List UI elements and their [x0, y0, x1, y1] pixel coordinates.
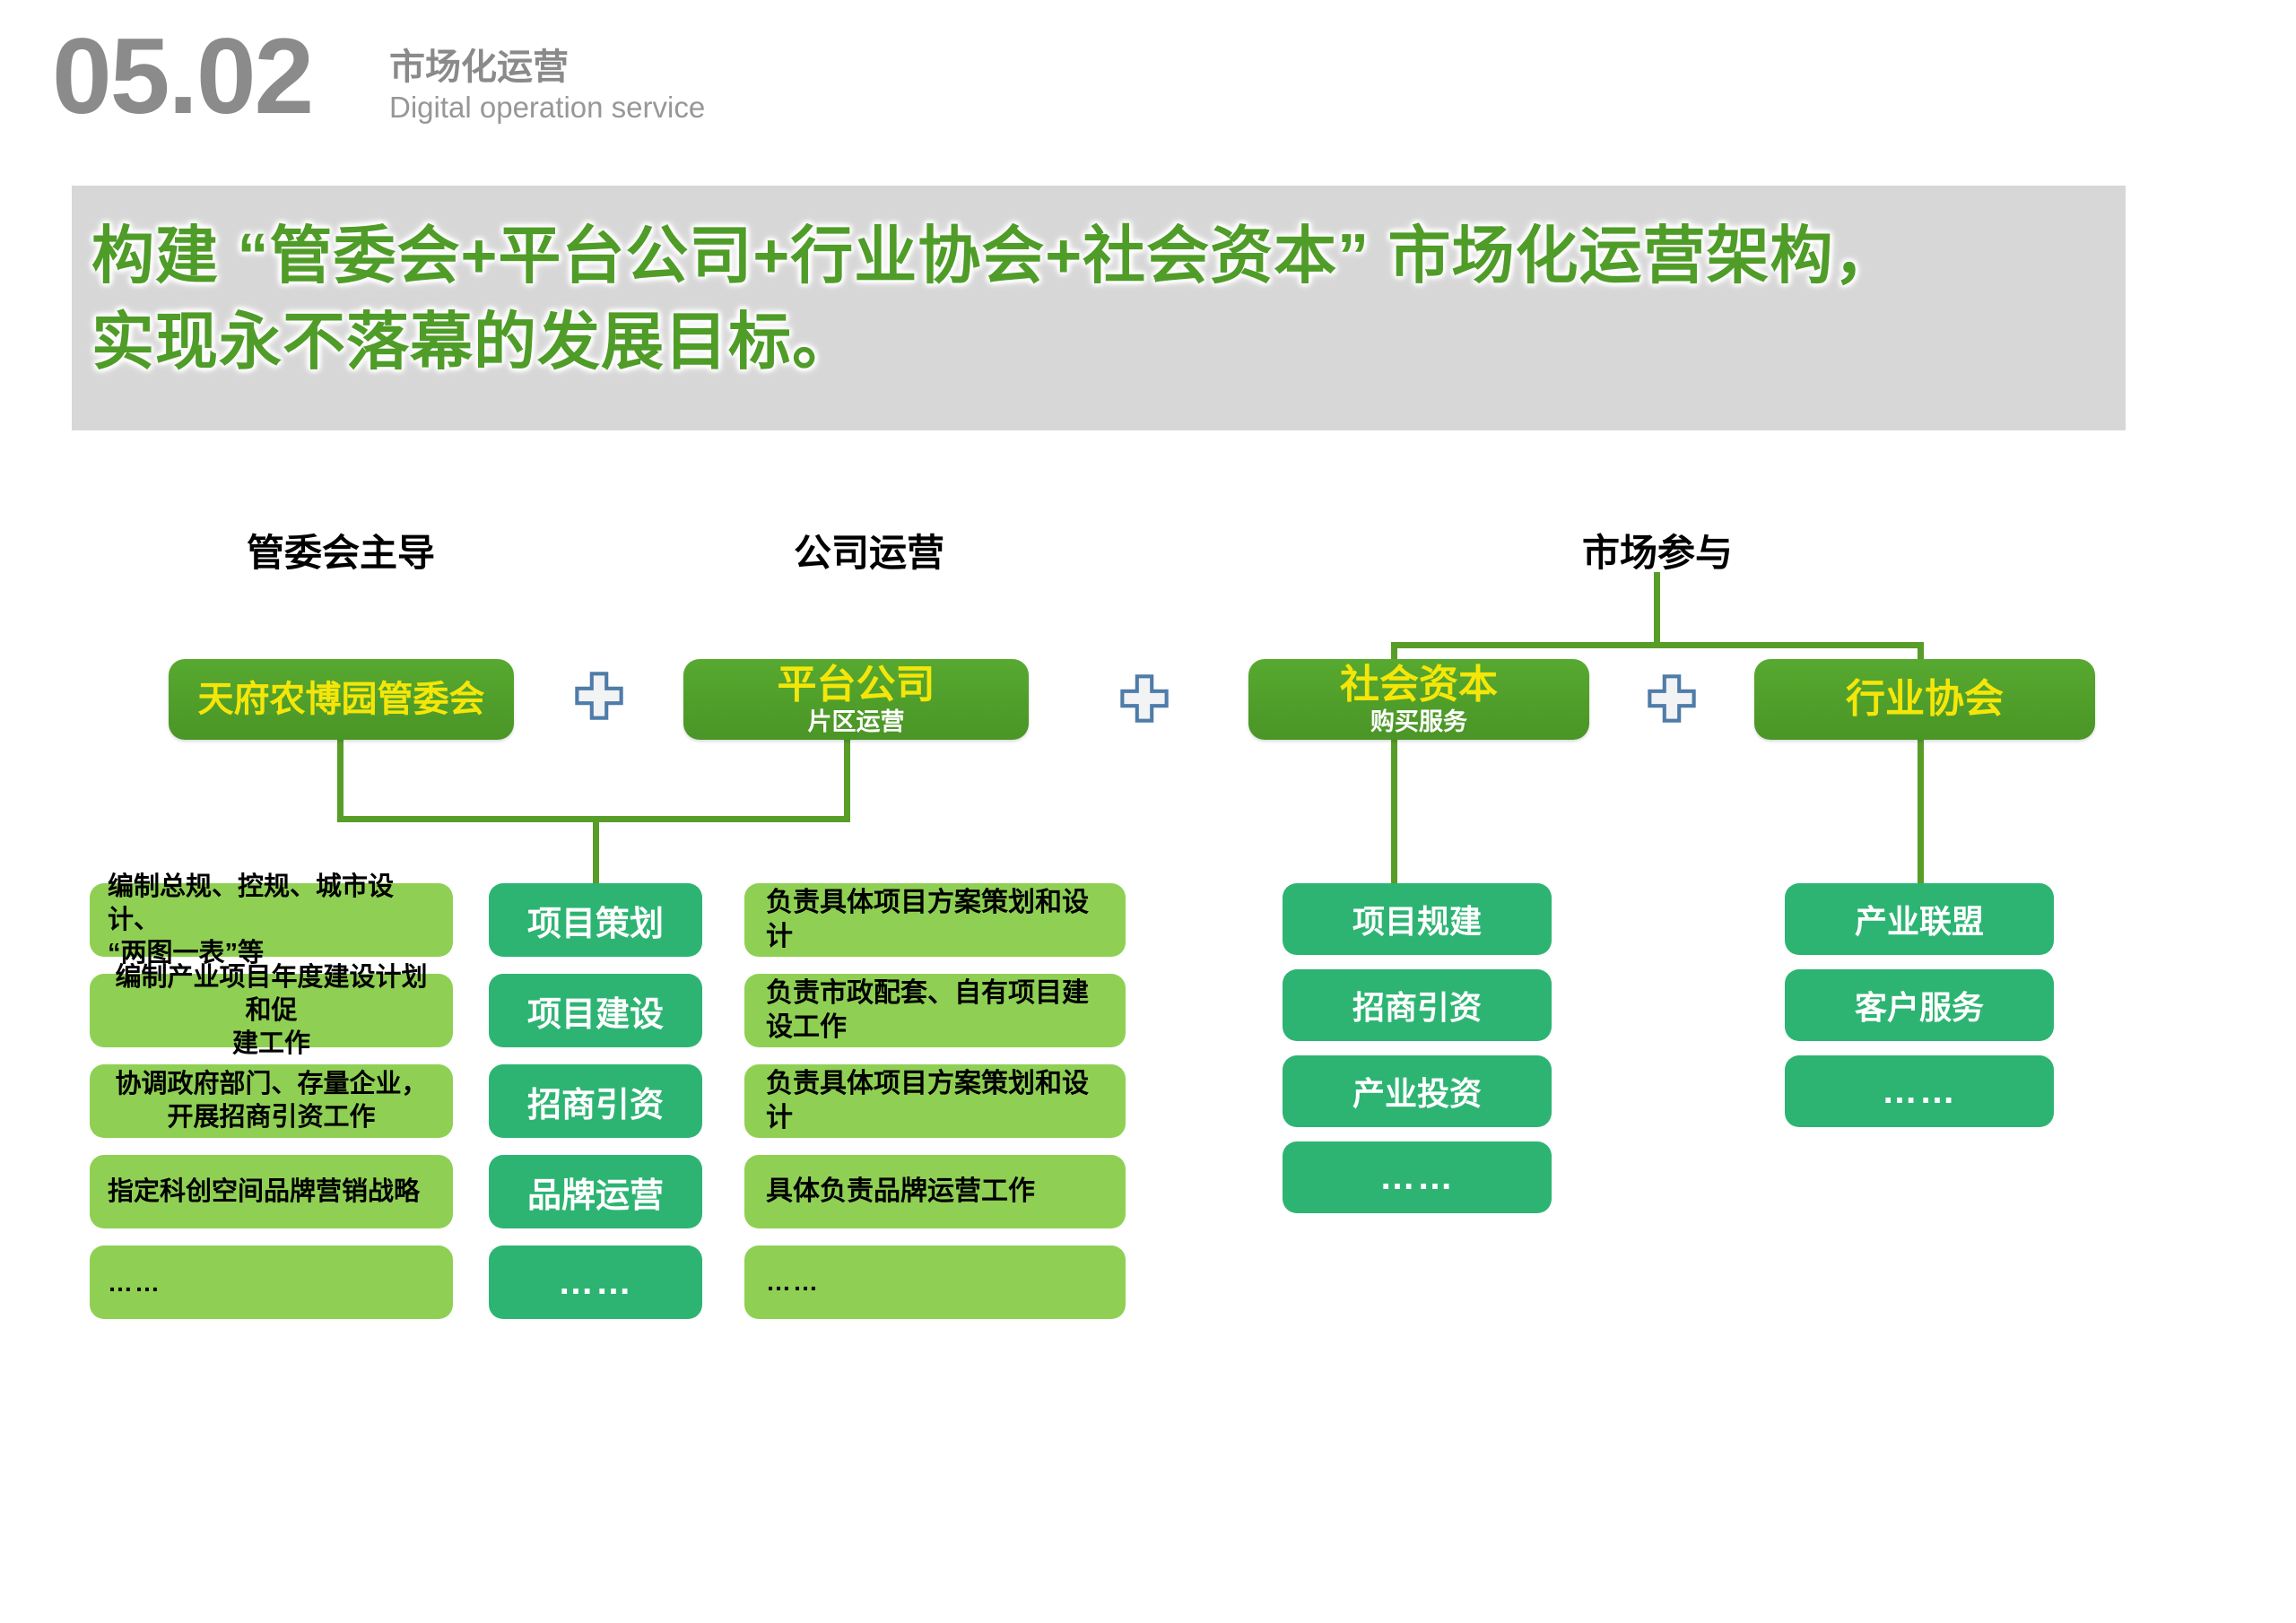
org-box-association-title: 行业协会 [1846, 677, 2004, 721]
mgmt-task-3: 协调政府部门、存量企业， 开展招商引资工作 [90, 1064, 453, 1138]
org-box-platform: 平台公司 片区运营 [683, 659, 1029, 740]
connector-market-stem [1654, 572, 1660, 647]
association-function-1: 产业联盟 [1785, 883, 2054, 955]
org-box-mgmt: 天府农博园管委会 [169, 659, 514, 740]
connector-mgmt-stem [337, 739, 344, 820]
section-title-block: 市场化运营 Digital operation service [389, 47, 705, 127]
platform-function-4: 品牌运营 [489, 1155, 702, 1228]
banner-text: 构建 “管委会+平台公司+行业协会+社会资本” 市场化运营架构， 实现永不落幕的… [91, 213, 1898, 385]
capital-function-4: …… [1283, 1141, 1552, 1213]
plus-icon [1646, 673, 1698, 725]
platform-function-5: …… [489, 1245, 702, 1319]
section-title-zh: 市场化运营 [389, 48, 569, 87]
platform-function-3: 招商引资 [489, 1064, 702, 1138]
capital-function-1: 项目规建 [1283, 883, 1552, 955]
plus-icon [1118, 673, 1170, 725]
org-box-mgmt-title: 天府农博园管委会 [197, 680, 485, 719]
banner-line-2: 实现永不落幕的发展目标。 [91, 307, 856, 377]
connector-platform-stem [844, 739, 850, 820]
association-function-2: 客户服务 [1785, 969, 2054, 1041]
mgmt-task-2: 编制产业项目年度建设计划和促 建工作 [90, 963, 453, 1058]
connector-market-horizontal [1391, 642, 1924, 648]
org-box-capital: 社会资本 购买服务 [1248, 659, 1589, 740]
platform-detail-5: …… [744, 1245, 1126, 1319]
mgmt-task-1: 编制总规、控规、城市设计、 “两图一表”等 [90, 872, 453, 968]
platform-function-1: 项目策划 [489, 883, 702, 957]
connector-association-stem [1918, 739, 1924, 886]
platform-detail-4: 具体负责品牌运营工作 [744, 1155, 1126, 1228]
group-label-mgmt: 管委会主导 [246, 532, 435, 574]
group-label-market: 市场参与 [1581, 532, 1733, 574]
headline-banner: 构建 “管委会+平台公司+行业协会+社会资本” 市场化运营架构， 实现永不落幕的… [72, 186, 2126, 430]
connector-bracket-drop [593, 816, 599, 886]
org-box-platform-subtitle: 片区运营 [807, 708, 905, 735]
org-box-capital-subtitle: 购买服务 [1370, 708, 1467, 735]
mgmt-task-5: …… [90, 1245, 453, 1319]
connector-market-drop-left [1391, 642, 1397, 662]
platform-detail-3: 负责具体项目方案策划和设计 [744, 1064, 1126, 1138]
section-number: 05.02 [52, 16, 314, 136]
capital-function-2: 招商引资 [1283, 969, 1552, 1041]
connector-capital-stem [1391, 739, 1397, 886]
org-box-association: 行业协会 [1754, 659, 2095, 740]
banner-line-1: 构建 “管委会+平台公司+行业协会+社会资本” 市场化运营架构， [91, 221, 1898, 291]
platform-function-2: 项目建设 [489, 974, 702, 1047]
org-box-capital-title: 社会资本 [1340, 663, 1498, 707]
capital-function-3: 产业投资 [1283, 1055, 1552, 1127]
plus-icon [573, 670, 625, 722]
group-label-company: 公司运营 [793, 532, 944, 574]
connector-market-drop-right [1918, 642, 1924, 662]
section-title-en: Digital operation service [389, 91, 706, 124]
mgmt-task-4: 指定科创空间品牌营销战略 [90, 1155, 453, 1228]
association-function-3: …… [1785, 1055, 2054, 1127]
org-box-platform-title: 平台公司 [777, 663, 935, 707]
platform-detail-2: 负责市政配套、自有项目建设工作 [744, 974, 1126, 1047]
platform-detail-1: 负责具体项目方案策划和设计 [744, 883, 1126, 957]
